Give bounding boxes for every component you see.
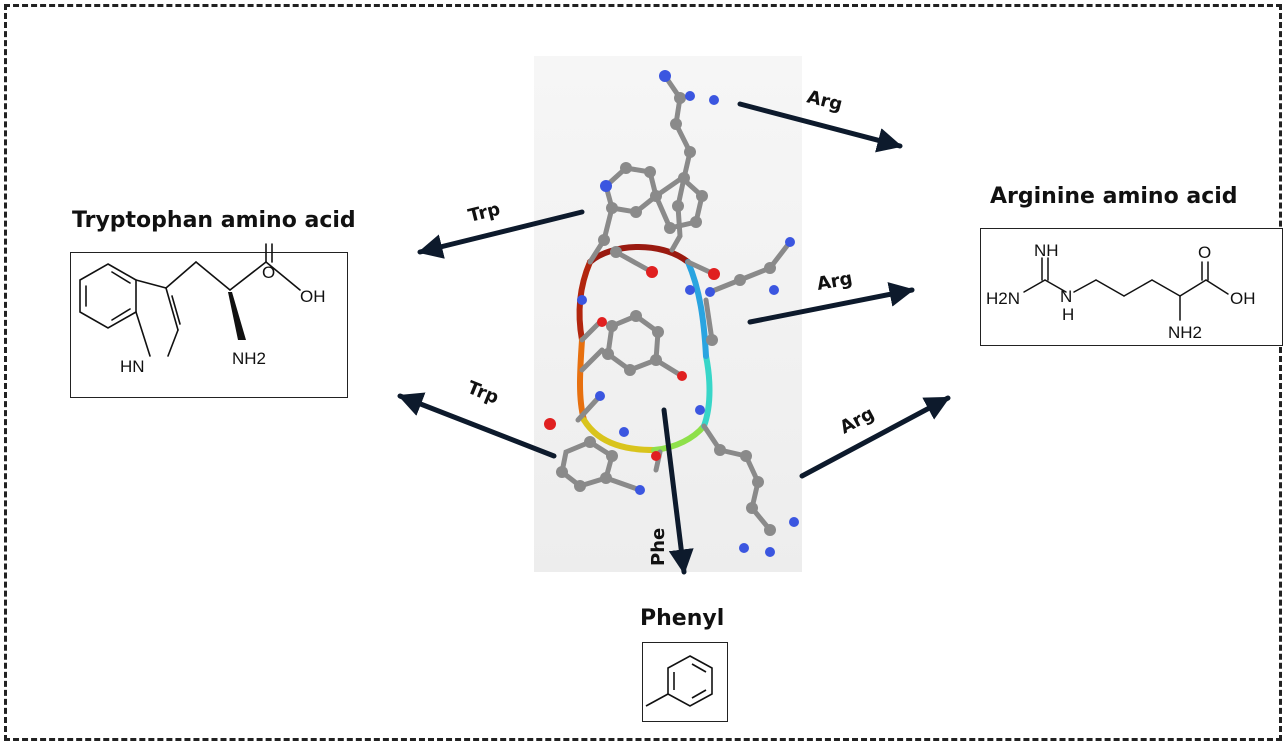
arrow-label-arg-top: Arg <box>805 86 845 115</box>
svg-text:H2N: H2N <box>986 289 1020 308</box>
svg-text:NH2: NH2 <box>1168 323 1202 342</box>
arginine-title: Arginine amino acid <box>990 184 1238 209</box>
tryptophan-skeletal-structure: O OH NH2 HN <box>79 243 326 376</box>
svg-text:OH: OH <box>300 287 326 306</box>
phenyl-skeletal-structure <box>645 655 713 707</box>
svg-text:N: N <box>1060 287 1072 306</box>
phenyl-structure-box <box>642 642 728 722</box>
phenyl-title: Phenyl <box>640 606 725 631</box>
arrow-label-arg-low: Arg <box>836 403 877 438</box>
svg-text:O: O <box>1198 243 1211 262</box>
arrow-trp-top <box>417 209 585 259</box>
arrow-label-trp-top: Trp <box>466 199 502 227</box>
arrow-arg-top <box>737 101 903 153</box>
arrow-label-arg-mid: Arg <box>815 268 854 295</box>
arginine-structure-box <box>980 228 1283 346</box>
arrow-label-trp-low: Trp <box>464 377 502 409</box>
arrow-arg-mid <box>747 282 915 325</box>
svg-text:O: O <box>262 263 275 282</box>
arrow-label-phe: Phe <box>648 528 669 566</box>
svg-text:NH2: NH2 <box>232 349 266 368</box>
svg-text:NH: NH <box>1034 241 1059 260</box>
peptide-3d-model <box>544 70 799 557</box>
molecule-panel <box>534 56 802 572</box>
svg-text:OH: OH <box>1230 289 1256 308</box>
svg-text:HN: HN <box>120 357 145 376</box>
tryptophan-structure-box <box>70 252 348 398</box>
tryptophan-title: Tryptophan amino acid <box>72 208 356 233</box>
arrow-arg-low <box>799 395 951 479</box>
svg-text:H: H <box>1062 305 1074 324</box>
arrow-trp-low <box>397 392 557 459</box>
arrow-phe <box>661 407 694 575</box>
arginine-skeletal-structure: NH H2N N H O OH NH2 <box>986 241 1256 342</box>
dashed-frame <box>4 4 1282 741</box>
